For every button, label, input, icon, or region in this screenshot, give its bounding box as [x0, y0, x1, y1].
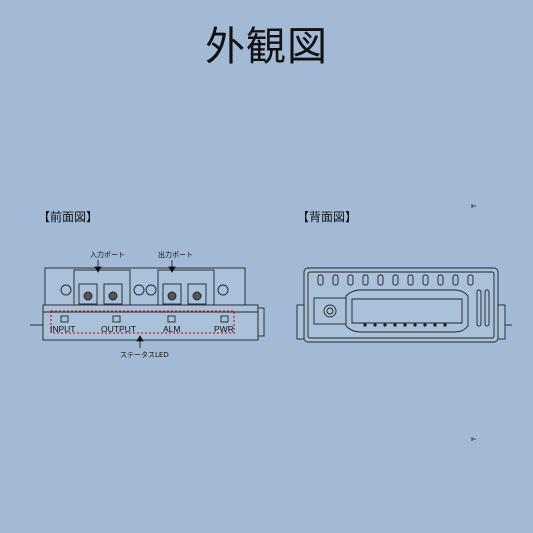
- front-status-panel: [42, 304, 259, 341]
- status-label-pwr: PWR: [214, 324, 234, 334]
- status-label-output: OUTPUT: [101, 324, 136, 334]
- screw-icon: [145, 284, 157, 296]
- led-alm: [167, 315, 176, 323]
- output-port-label: 出力ポート: [158, 250, 193, 259]
- screw-icon: [60, 284, 72, 296]
- status-led-highlight: [50, 310, 235, 334]
- status-led-label: ステータスLED: [120, 350, 169, 359]
- back-recess: [345, 289, 469, 333]
- input-port-label: 入力ポート: [90, 250, 125, 259]
- status-label-input: INPUT: [50, 324, 76, 334]
- back-view-label: 【背面図】: [297, 210, 358, 224]
- led-input: [60, 315, 69, 323]
- led-pwr: [220, 315, 229, 323]
- page-title: 外観図: [205, 24, 328, 70]
- led-output: [112, 315, 121, 323]
- front-view-label: 【前面図】: [38, 210, 99, 224]
- status-label-alm: ALM: [163, 324, 180, 334]
- screw-icon: [217, 284, 229, 296]
- screw-icon: [133, 284, 145, 296]
